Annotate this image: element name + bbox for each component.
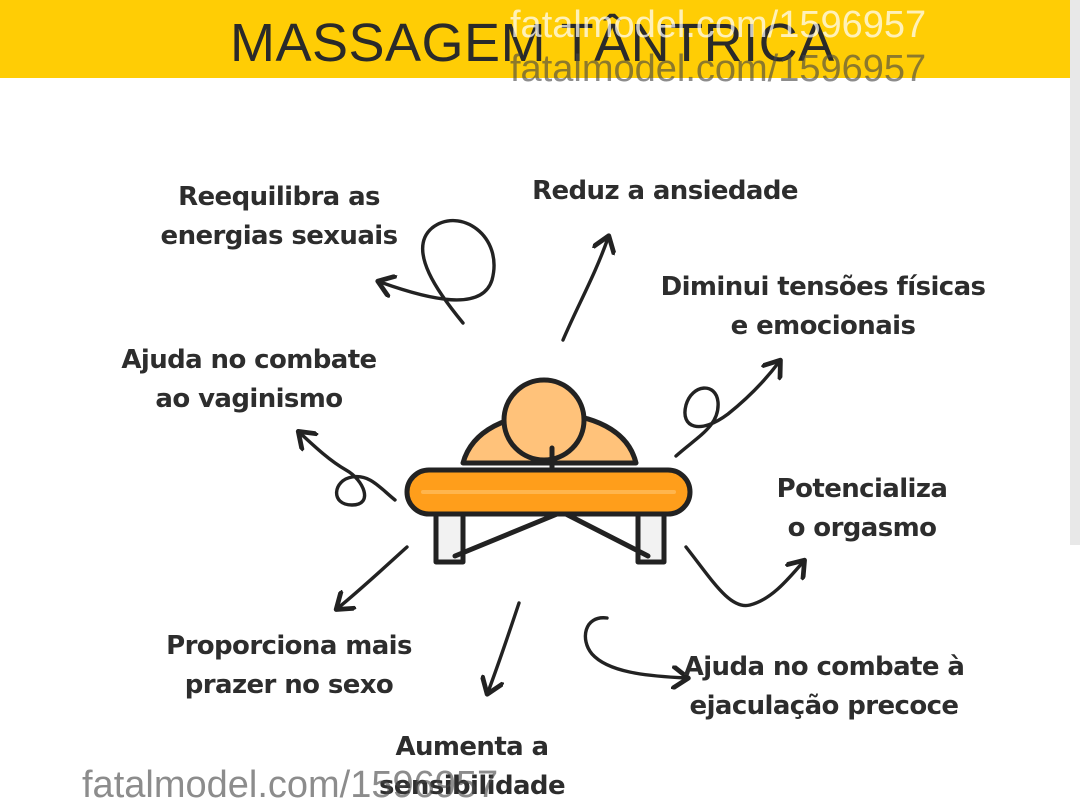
benefit-potencializa-line1: Potencializa bbox=[776, 474, 948, 504]
hand-drawn-arrow-icon bbox=[300, 218, 803, 692]
benefit-sensibilidade-line1: Aumenta a bbox=[395, 732, 549, 762]
page-title: MASSAGEM TÂNTRICA bbox=[230, 13, 835, 73]
benefit-reequilibra-line2: energias sexuais bbox=[160, 221, 399, 251]
header-band bbox=[0, 0, 1070, 78]
benefit-reduz-line1: Reduz a ansiedade bbox=[532, 176, 798, 206]
benefit-prazer-line2: prazer no sexo bbox=[184, 670, 394, 700]
benefit-reequilibra-line1: Reequilibra as bbox=[178, 182, 380, 212]
benefit-prazer-line1: Proporciona mais bbox=[166, 631, 412, 661]
arrow-reequilibra bbox=[380, 218, 496, 325]
massage-table-person-icon bbox=[404, 377, 693, 565]
arrow-ejaculacao bbox=[583, 616, 686, 678]
benefit-prazer: Proporciona mais prazer no sexo bbox=[158, 627, 420, 705]
benefit-reequilibra: Reequilibra as energias sexuais bbox=[150, 178, 408, 256]
benefit-potencializa-line2: o orgasmo bbox=[787, 513, 937, 543]
benefit-ejaculacao-line2: ejaculação precoce bbox=[689, 691, 960, 721]
arrow-sensibilidade bbox=[488, 601, 521, 692]
scrollbar-track[interactable] bbox=[1070, 0, 1080, 545]
benefit-diminui-line2: e emocionais bbox=[730, 311, 916, 341]
benefit-diminui: Diminui tensões físicas e emocionais bbox=[655, 268, 991, 346]
benefit-vaginismo-line2: ao vaginismo bbox=[155, 384, 343, 414]
arrow-diminui bbox=[674, 362, 779, 458]
benefit-vaginismo-line1: Ajuda no combate bbox=[121, 345, 377, 375]
benefit-diminui-line1: Diminui tensões físicas bbox=[660, 272, 986, 302]
benefit-sensibilidade: Aumenta a sensibilidade bbox=[372, 728, 572, 806]
benefit-ejaculacao-line1: Ajuda no combate à bbox=[683, 652, 965, 682]
benefit-ejaculacao: Ajuda no combate à ejaculação precoce bbox=[676, 648, 972, 726]
arrow-reduz bbox=[561, 238, 608, 342]
benefit-sensibilidade-line2: sensibilidade bbox=[379, 771, 566, 801]
benefit-vaginismo: Ajuda no combate ao vaginismo bbox=[113, 341, 385, 419]
benefit-reduz: Reduz a ansiedade bbox=[525, 172, 805, 211]
benefit-potencializa: Potencializa o orgasmo bbox=[758, 470, 966, 548]
arrow-vaginismo bbox=[300, 433, 397, 507]
arrow-prazer bbox=[338, 545, 409, 608]
arrow-potencializa bbox=[684, 545, 803, 608]
